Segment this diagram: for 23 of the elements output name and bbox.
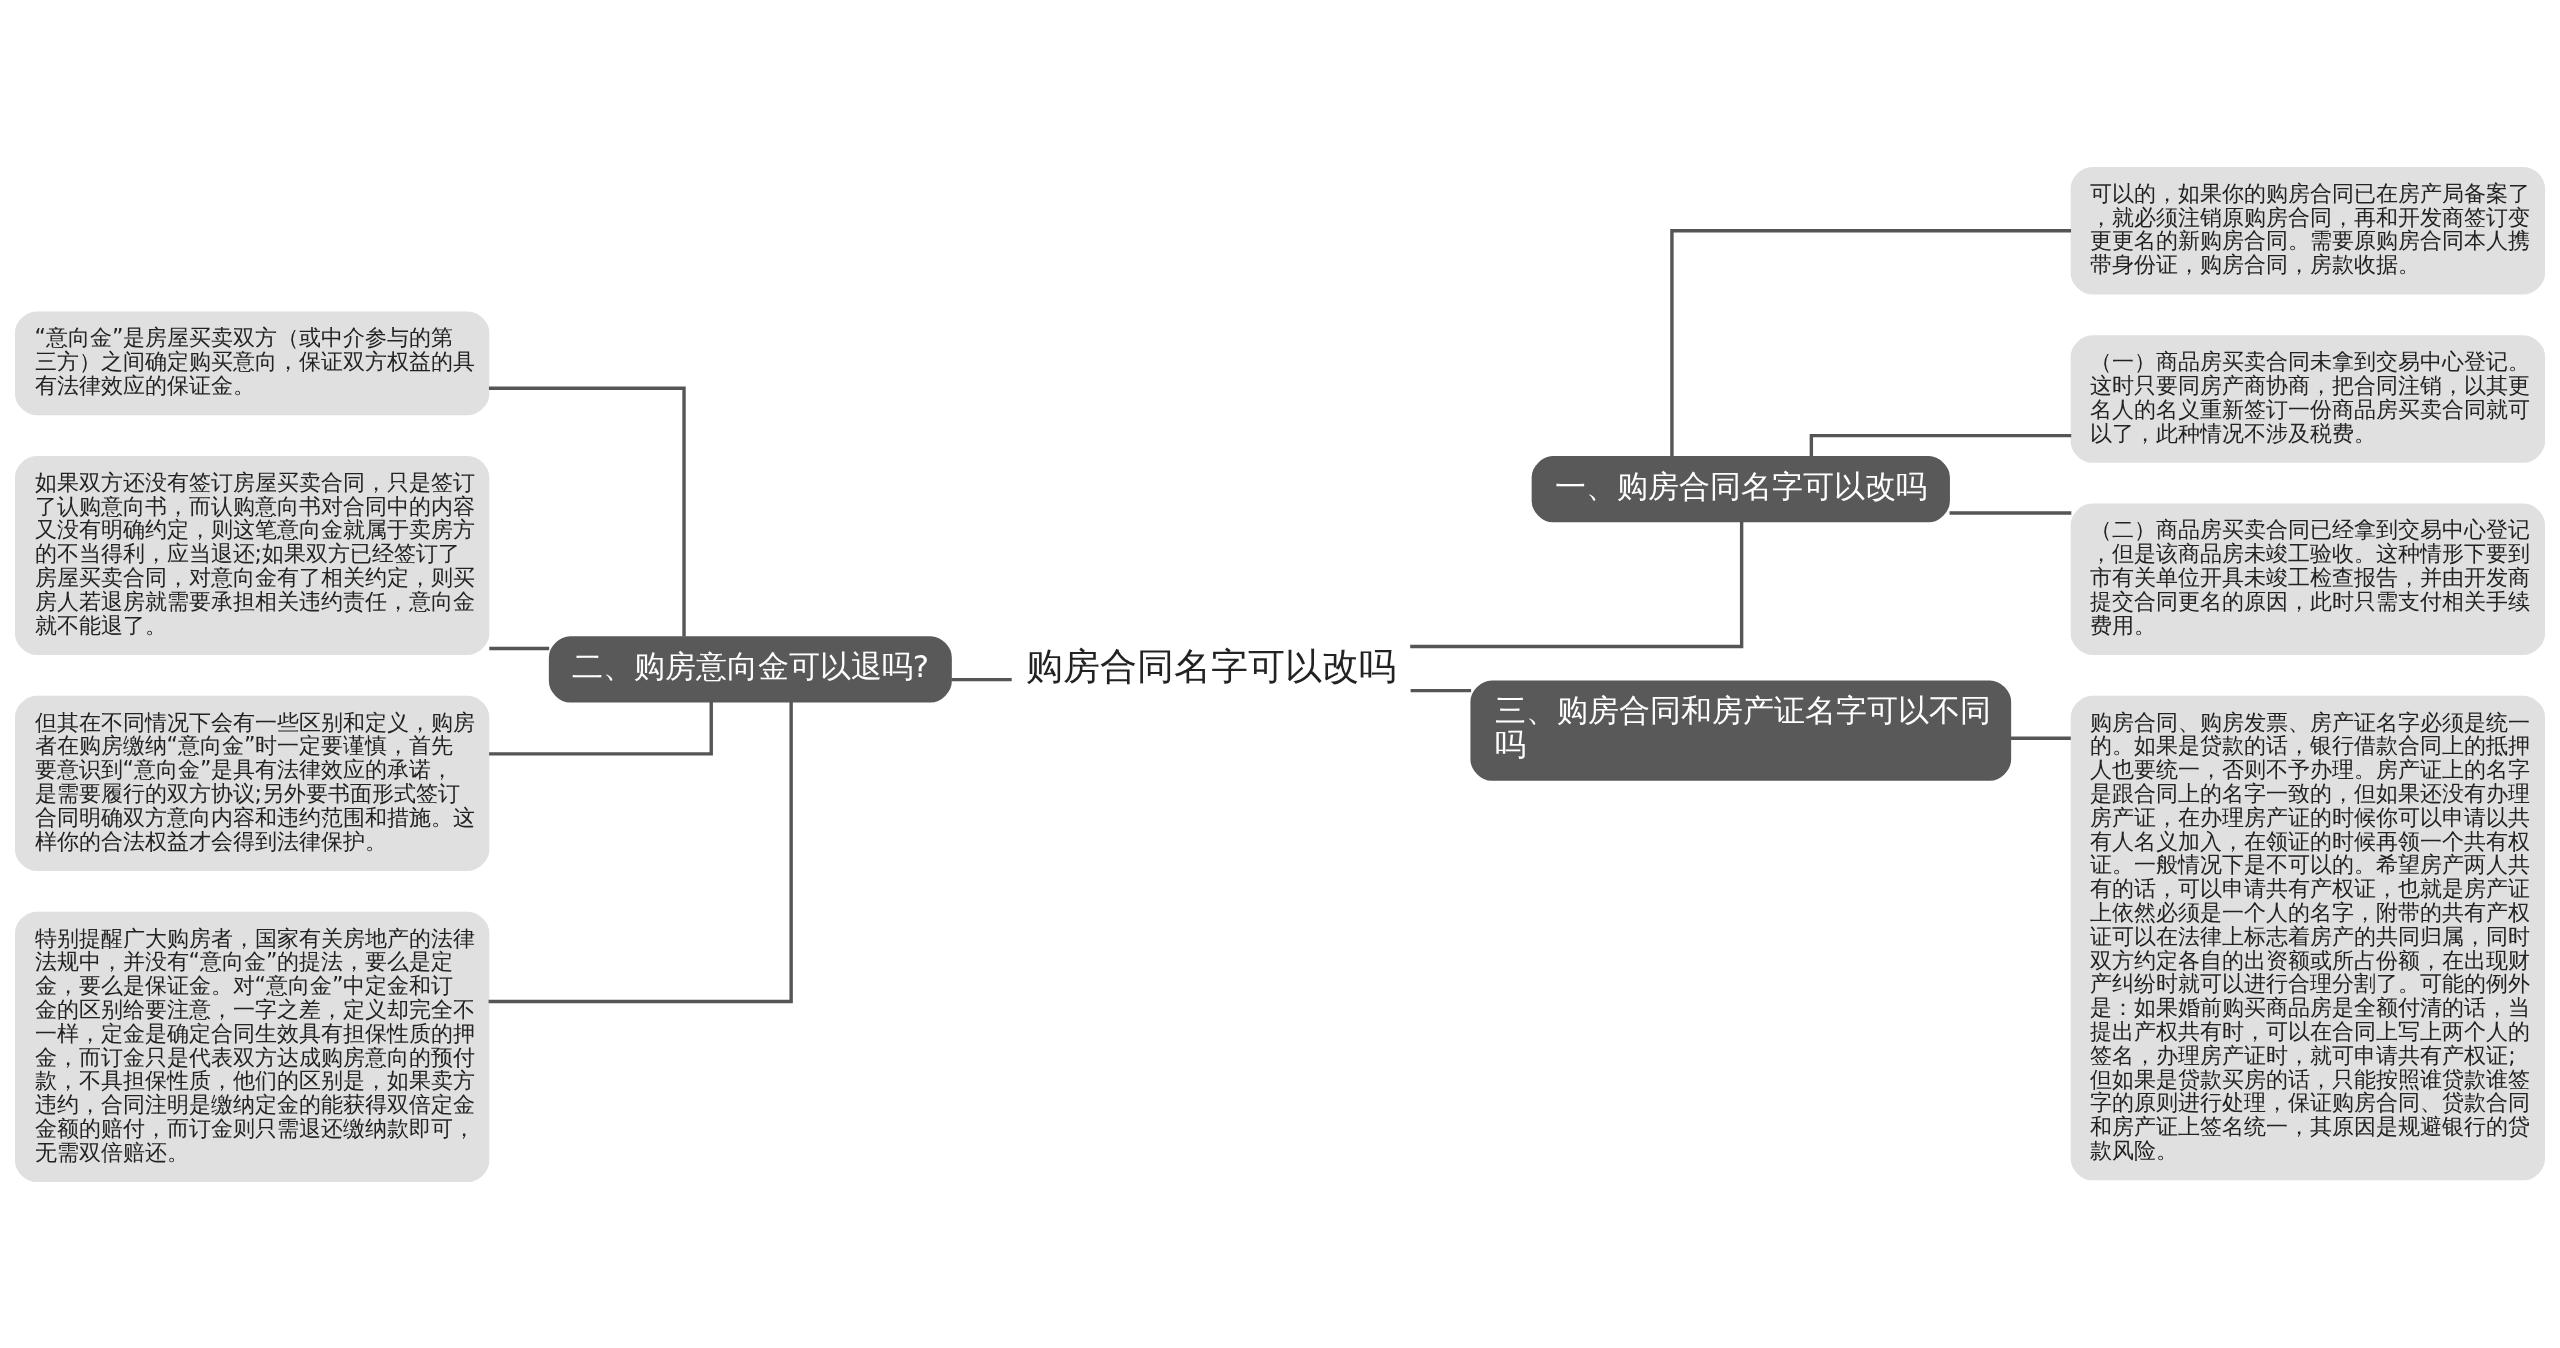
node-box: 购房合同、购房发票、房产证名字必须是统一的。如果是贷款的话，银行借款合同上的抵押人也要统一，否则不予办理。房产证上的名字是跟合同上的名字一致的，但如果还没有办理房产证，在办理房产证的时候你可以申请以共有人名义加入，在领证的时候再领一个共有权证。一般情况下是不可以的。希望房产两人共有的话，可以申请共有产权证，也就是房产证上依然必须是一个人的名字，附带的共有产权证可以在法律上标志着房产的共同归属，同时双方约定各自的出资额或所占份额，在出现财产纠纷时就可以进行合理分割了。可能的例外是：如果婚前购买商品房是全额付清的话，当提出产权共有时，可以在合同上写上两个人的签名，办理房产证时，就可申请共有产权证;但如果是贷款买房的话，只能按照谁贷款谁签字的原则进行处理，保证购房合同、贷款合同和房产证上签名统一，其原因是规避银行的贷款风险。: [2070, 695, 2546, 1180]
node-box: 二、购房意向金可以退吗?: [548, 635, 952, 703]
node-box: （二）商品房买卖合同已经拿到交易中心登记，但是该商品房未竣工验收。这种情形下要到市有关单位开具未竣工检查报告，并由开发商提交合同更名的原因，此时只需支付相关手续费用。: [2070, 503, 2546, 655]
connector: [1670, 228, 2072, 456]
connector: [1410, 688, 1472, 692]
node-box: （一）商品房买卖合同未拿到交易中心登记。这时只要同房产商协商，把合同注销，以其更名人的名义重新签订一份商品房买卖合同就可以了，此种情况不涉及税费。: [2070, 334, 2546, 463]
connector: [488, 386, 686, 637]
node-box: “意向金”是房屋买卖双方（或中介参与的第三方）之间确定购买意向，保证双方权益的具有法律效应的保证金。: [14, 310, 490, 415]
node-box: 但其在不同情况下会有一些区别和定义，购房者在购房缴纳“意向金”时一定要谨慎，首先要意识到“意向金”是具有法律效应的承诺，是需要履行的双方协议;另外要书面形式签订合同明确双方意向内容和违约范围和措施。这样你的合法权益才会得到法律保护。: [14, 695, 490, 871]
node-box: 如果双方还没有签订房屋买卖合同，只是签订了认购意向书，而认购意向书对合同中的内容又没有明确约定，则这笔意向金就属于卖房方的不当得利，应当退还;如果双方已经签订了房屋买卖合同，对意向金有了相关约定，则买房人若退房就需要承担相关违约责任，意向金就不能退了。: [14, 455, 490, 655]
node-box: 可以的，如果你的购房合同已在房产局备案了，就必须注销原购房合同，再和开发商签订变更更名的新购房合同。需要原购房合同本人携带身份证，购房合同，房款收据。: [2070, 166, 2546, 294]
connector: [951, 677, 1012, 681]
connector: [2011, 736, 2071, 740]
connector: [1410, 521, 1744, 648]
node-text: 购房合同名字可以改吗: [1026, 643, 1397, 688]
connector: [1809, 433, 2072, 457]
connector: [1949, 510, 2072, 515]
node-box: 特别提醒广大购房者，国家有关房地产的法律法规中，并没有“意向金”的提法，要么是定金，要么是保证金。对“意向金”中定金和订金的区别给要注意，一字之差，定义却完全不一样，定金是确定合同生效具有担保性质的押金，而订金只是代表双方达成购房意向的预付款，不具担保性质，他们的区别是，如果卖方违约，合同注明是缴纳定金的能获得双倍定金金额的赔付，而订金则只需退还缴纳款即可，无需双倍赔还。: [14, 911, 490, 1182]
connector: [488, 701, 793, 1003]
node-box: 一、购房合同名字可以改吗: [1531, 455, 1950, 522]
node-box: 三、购房合同和房产证名字可以不同吗: [1470, 679, 2012, 781]
connector: [489, 701, 713, 756]
connector: [489, 646, 550, 650]
